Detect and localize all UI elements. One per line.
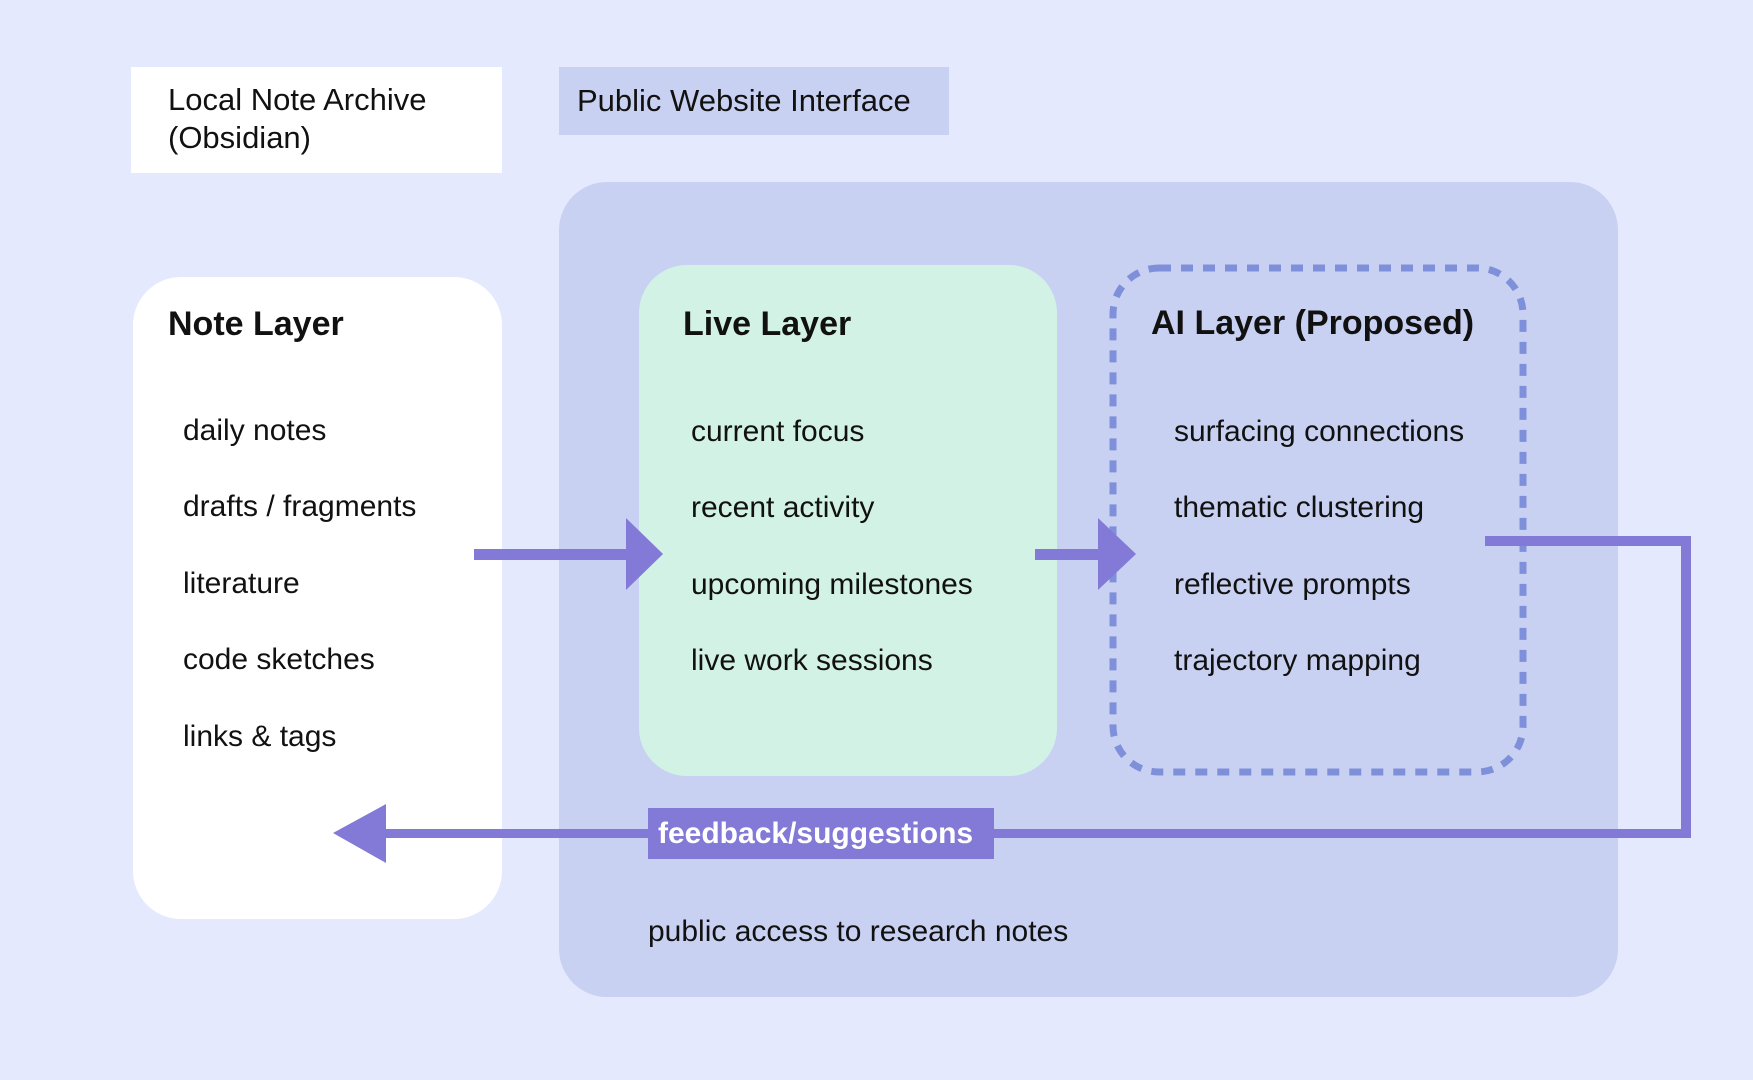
note-layer-panel — [133, 277, 502, 919]
live-layer-title: Live Layer — [683, 305, 852, 343]
live-layer-panel — [639, 265, 1057, 776]
live-item-upcoming-milestones: upcoming milestones — [691, 568, 973, 601]
feedback-suggestions-label: feedback/suggestions — [648, 808, 994, 859]
note-item-code-sketches: code sketches — [183, 643, 375, 676]
ai-item-thematic-clustering: thematic clustering — [1174, 491, 1425, 524]
live-item-live-work-sessions: live work sessions — [691, 644, 933, 677]
note-item-daily-notes: daily notes — [183, 414, 327, 447]
note-layer-title: Note Layer — [168, 305, 344, 343]
legend-local-line2: (Obsidian) — [168, 120, 311, 155]
ai-layer-title: AI Layer (Proposed) — [1151, 304, 1475, 342]
arrow-feedback-loop — [333, 536, 1691, 863]
live-item-current-focus: current focus — [691, 415, 865, 448]
live-item-recent-activity: recent activity — [691, 491, 875, 524]
legend-local-note-archive: Local Note Archive (Obsidian) — [131, 67, 502, 173]
arrow-note-to-live — [474, 518, 663, 590]
legend-public-website-interface: Public Website Interface — [559, 67, 949, 135]
legend-public-label: Public Website Interface — [577, 83, 911, 118]
ai-item-reflective-prompts: reflective prompts — [1174, 568, 1411, 601]
ai-item-surfacing-connections: surfacing connections — [1174, 415, 1465, 448]
ai-item-trajectory-mapping: trajectory mapping — [1174, 644, 1421, 677]
note-item-drafts-fragments: drafts / fragments — [183, 490, 417, 523]
ai-layer-dashed-box — [1109, 264, 1527, 776]
public-access-caption: public access to research notes — [648, 915, 1069, 948]
note-item-links-tags: links & tags — [183, 720, 337, 753]
arrow-live-to-ai — [1035, 518, 1136, 590]
legend-local-line1: Local Note Archive — [168, 82, 427, 117]
note-item-literature: literature — [183, 567, 300, 600]
